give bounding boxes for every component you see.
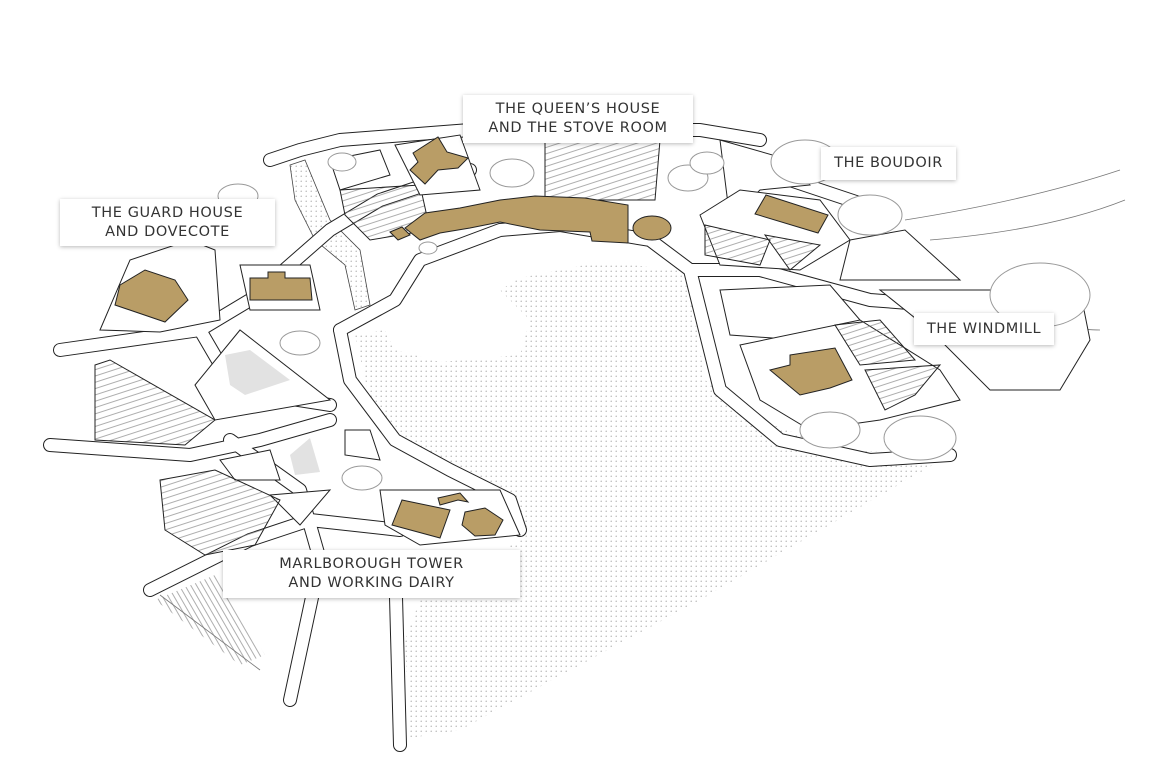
label-line: MARLBOROUGH TOWER (279, 556, 464, 572)
building-small (389, 226, 411, 241)
label-line: AND WORKING DAIRY (288, 575, 455, 591)
building-guard-house (114, 269, 189, 323)
building-dairy (461, 507, 504, 537)
label-guard-house[interactable]: THE GUARD HOUSE AND DOVECOTE (60, 199, 275, 246)
label-line: THE QUEEN’S HOUSE (495, 101, 661, 117)
label-line: THE BOUDOIR (834, 155, 943, 171)
building-windmill (768, 347, 853, 396)
building-marlborough-tower (391, 499, 451, 539)
label-marlborough[interactable]: MARLBOROUGH TOWER AND WORKING DAIRY (223, 550, 520, 598)
building-boudoir (754, 194, 829, 234)
label-line: THE GUARD HOUSE (91, 204, 244, 221)
building-queens-house (409, 136, 469, 185)
buildings (114, 136, 853, 539)
paved-areas (225, 350, 320, 475)
trees (217, 139, 1091, 491)
label-line: AND DOVECOTE (105, 223, 230, 240)
building-round (632, 215, 672, 241)
label-boudoir[interactable]: THE BOUDOIR (821, 147, 956, 180)
label-queens-house[interactable]: THE QUEEN’S HOUSE AND THE STOVE ROOM (463, 95, 693, 143)
label-line: AND THE STOVE ROOM (488, 120, 668, 136)
building-stove-room (404, 195, 629, 244)
label-line: THE WINDMILL (926, 320, 1042, 337)
label-windmill[interactable]: THE WINDMILL (914, 313, 1054, 345)
lake (355, 262, 950, 738)
building-dairy-annex (437, 492, 470, 506)
building-dovecote (249, 271, 313, 301)
